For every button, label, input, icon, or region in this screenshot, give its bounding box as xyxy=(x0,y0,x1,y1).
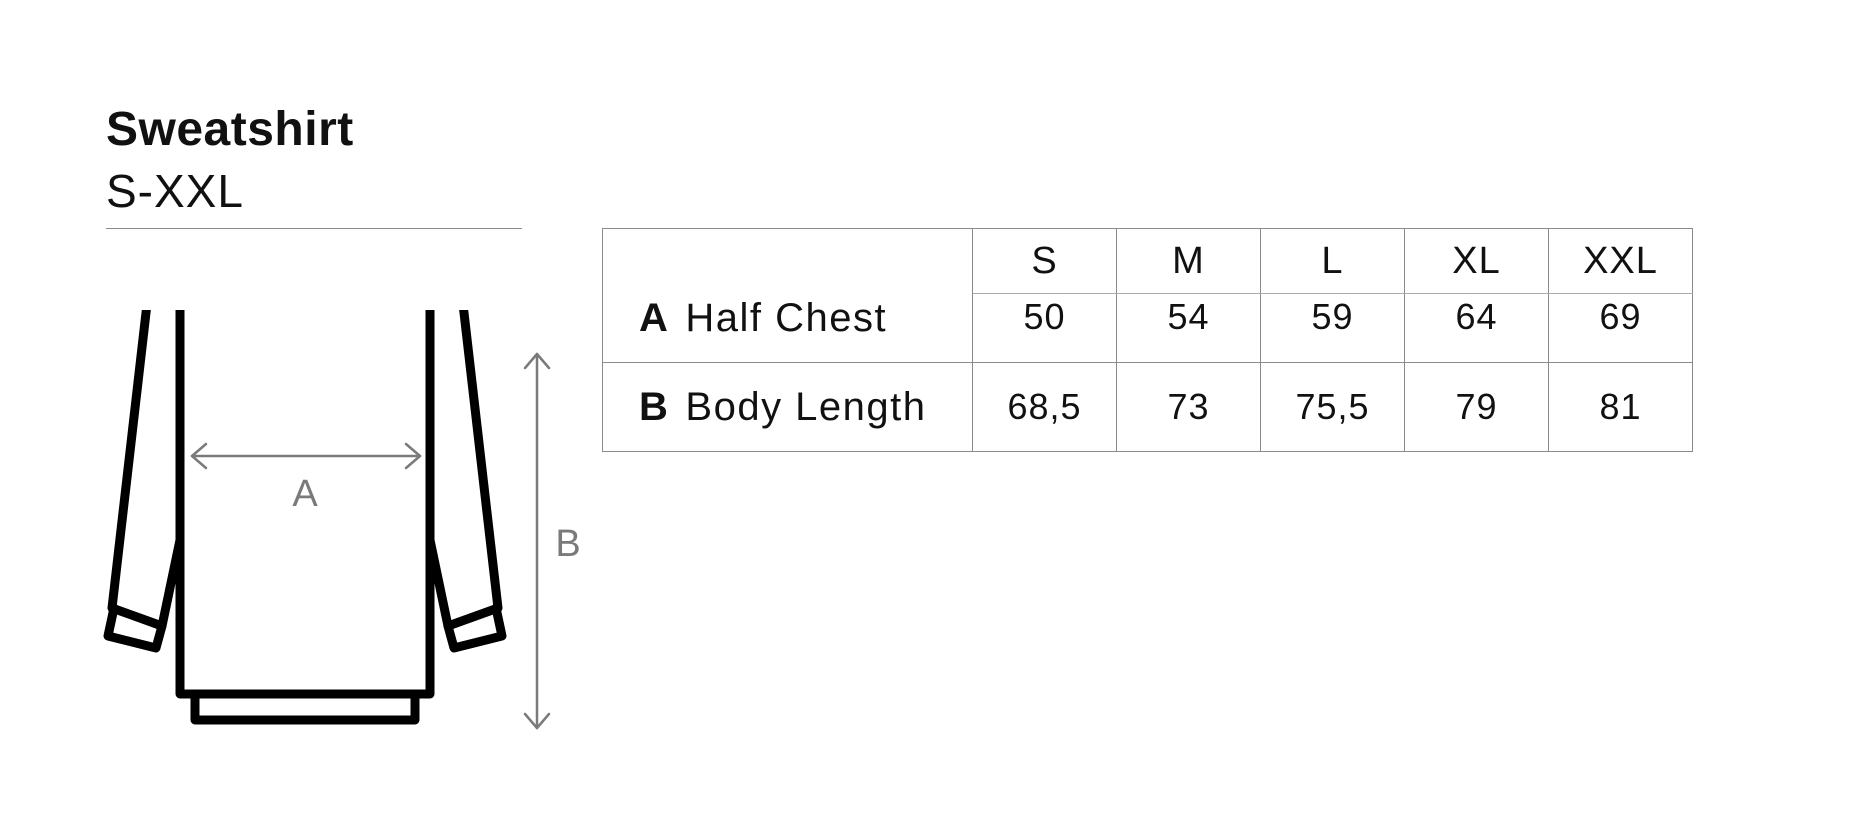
measure-b-arrowhead-top xyxy=(523,352,551,370)
table-row-body-length: B Body Length 68,5 73 75,5 79 81 xyxy=(602,362,1693,452)
waistband-outline xyxy=(190,689,420,725)
table-cell: 59 xyxy=(1260,293,1405,363)
table-cell: 73 xyxy=(1116,362,1261,452)
row-name: Half Chest xyxy=(685,295,888,340)
table-cell: 50 xyxy=(972,293,1117,363)
table-cell: 79 xyxy=(1404,362,1549,452)
size-range: S-XXL xyxy=(106,165,244,217)
row-letter: A xyxy=(639,295,670,340)
right-cuff-outline xyxy=(443,603,507,653)
table-header-row: S M L XL XXL xyxy=(602,228,1693,294)
measure-a-arrowhead-left xyxy=(190,442,208,470)
size-header-s: S xyxy=(972,228,1117,294)
table-cell: 69 xyxy=(1548,293,1693,363)
table-corner-cell xyxy=(602,228,973,294)
table-row-half-chest: A Half Chest 50 54 59 64 69 xyxy=(602,293,1693,363)
measure-a-arrowhead-right xyxy=(404,442,422,470)
row-letter: B xyxy=(639,384,670,429)
table-cell: 81 xyxy=(1548,362,1693,452)
table-cell: 64 xyxy=(1404,293,1549,363)
row-label-half-chest: A Half Chest xyxy=(602,293,973,363)
measure-a-label: A xyxy=(292,473,318,515)
left-sleeve-outline xyxy=(107,310,185,631)
left-cuff-outline xyxy=(103,603,167,653)
title-divider xyxy=(106,228,522,229)
measure-b-arrowhead-bottom xyxy=(523,712,551,730)
table-cell: 54 xyxy=(1116,293,1261,363)
table-cell: 68,5 xyxy=(972,362,1117,452)
table-cell: 75,5 xyxy=(1260,362,1405,452)
sweatshirt-diagram: A B xyxy=(103,310,581,730)
measure-b-label: B xyxy=(555,523,580,565)
size-header-l: L xyxy=(1260,228,1405,294)
row-name: Body Length xyxy=(685,384,927,429)
right-sleeve-outline xyxy=(425,310,503,631)
row-label-body-length: B Body Length xyxy=(602,362,973,452)
size-header-m: M xyxy=(1116,228,1261,294)
product-title: Sweatshirt xyxy=(106,103,354,156)
size-header-xl: XL xyxy=(1404,228,1549,294)
size-header-xxl: XXL xyxy=(1548,228,1693,294)
